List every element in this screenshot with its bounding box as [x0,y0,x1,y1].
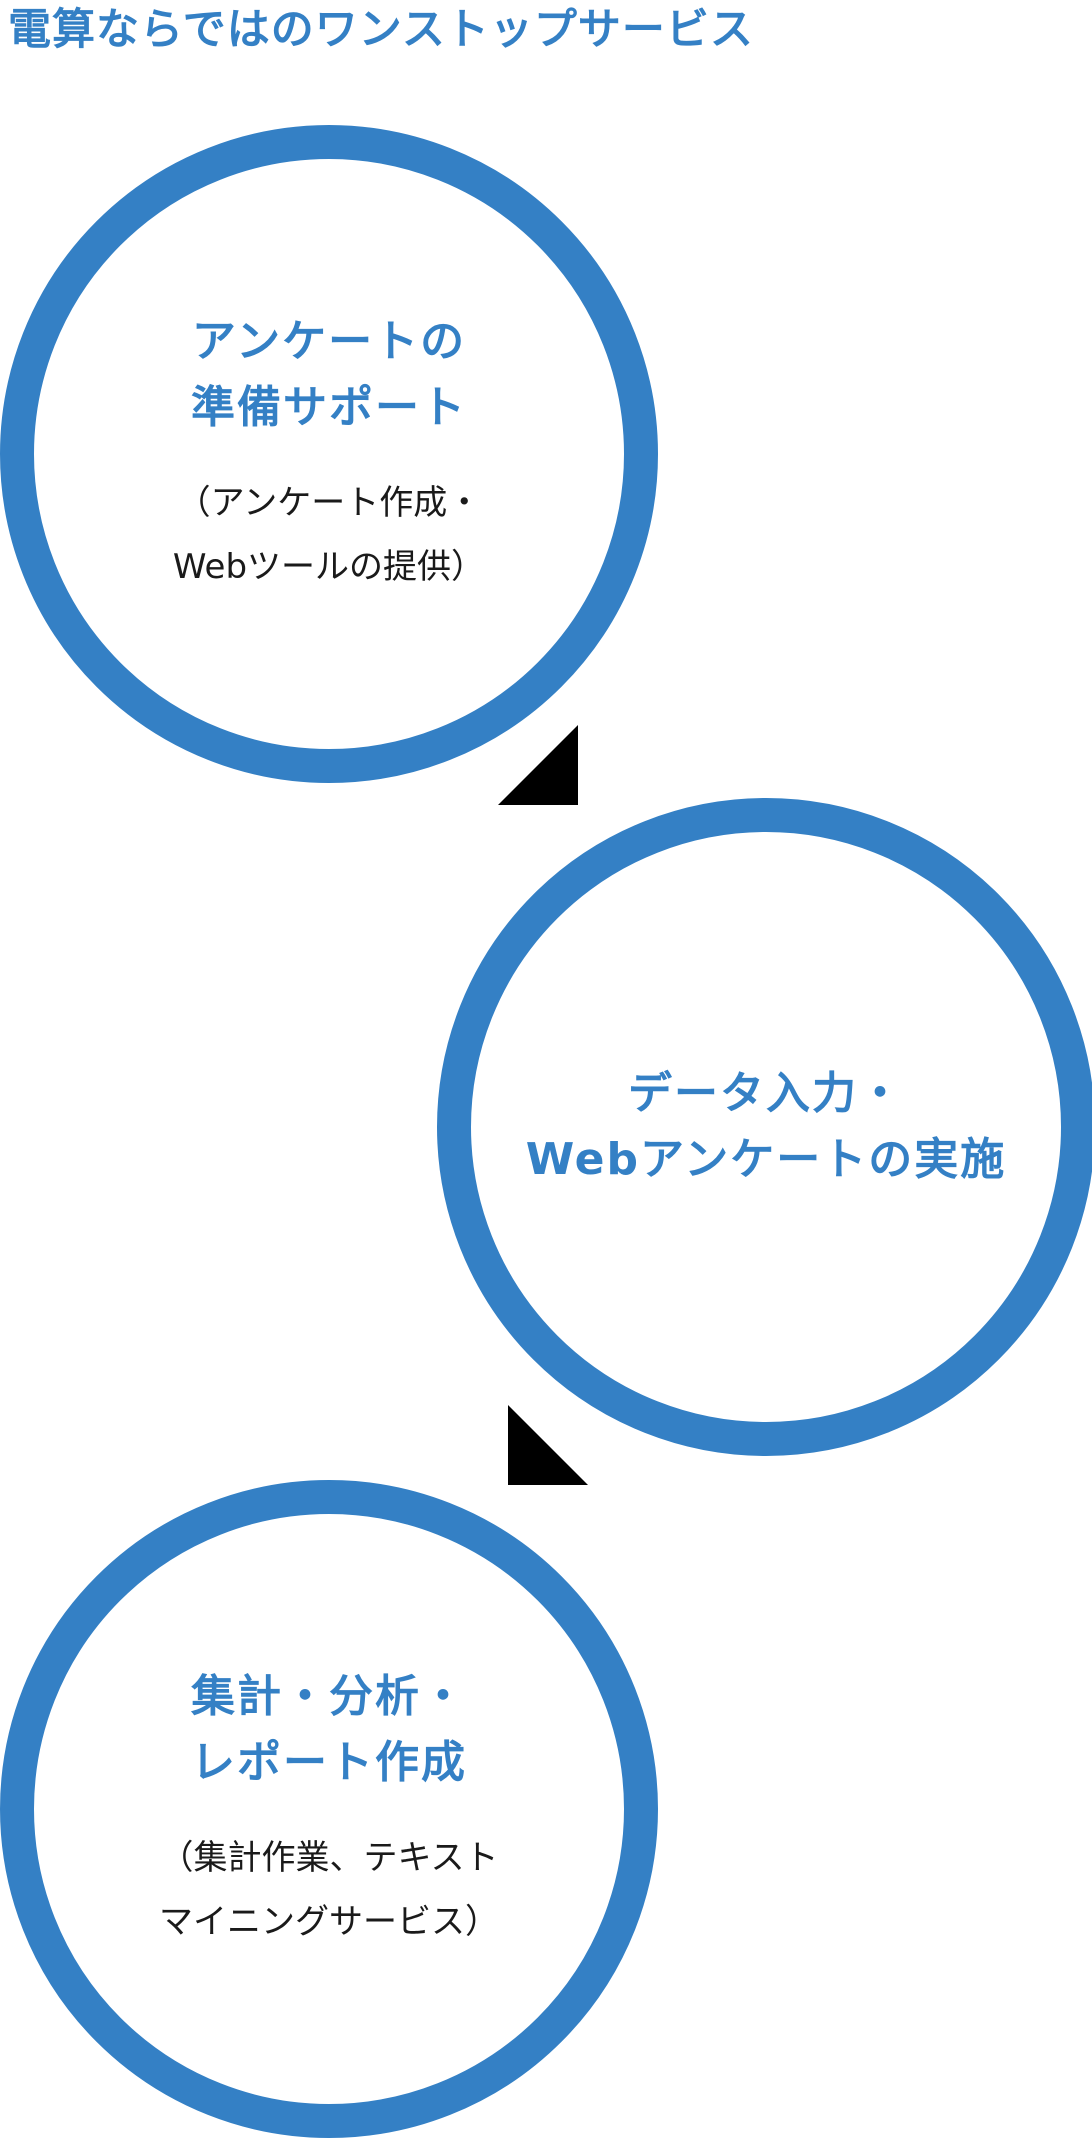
step-detail-line: （集計作業、テキスト [159,1838,499,1878]
step-detail-line: マイニングサービス） [159,1902,499,1942]
step-heading-line: レポート作成 [191,1737,467,1788]
step-detail-line: Webツールの提供） [172,547,486,587]
step-heading: データ入力・ Webアンケートの実施 [526,1061,1007,1193]
step-heading: 集計・分析・ レポート作成 [191,1664,467,1796]
step-heading-line: 集計・分析・ [191,1671,467,1722]
arrow-triangle-icon [498,725,578,805]
step-circle-analysis: 集計・分析・ レポート作成 （集計作業、テキスト マイニングサービス） [0,1480,658,2138]
page-title: 電算ならではのワンストップサービス [8,5,754,55]
step-detail-line: （アンケート作成・ [176,483,482,523]
step-heading-line: 準備サポート [191,382,467,433]
step-detail: （集計作業、テキスト マイニングサービス） [159,1826,499,1954]
step-detail: （アンケート作成・ Webツールの提供） [173,471,485,599]
step-heading-line: アンケートの [191,316,467,367]
arrow-triangle-icon [508,1405,588,1485]
step-circle-preparation: アンケートの 準備サポート （アンケート作成・ Webツールの提供） [0,125,658,783]
step-circle-implementation: データ入力・ Webアンケートの実施 [437,798,1092,1456]
step-heading-line: Webアンケートの実施 [525,1134,1007,1185]
step-heading-line: データ入力・ [627,1068,904,1119]
step-heading: アンケートの 準備サポート [191,309,467,441]
